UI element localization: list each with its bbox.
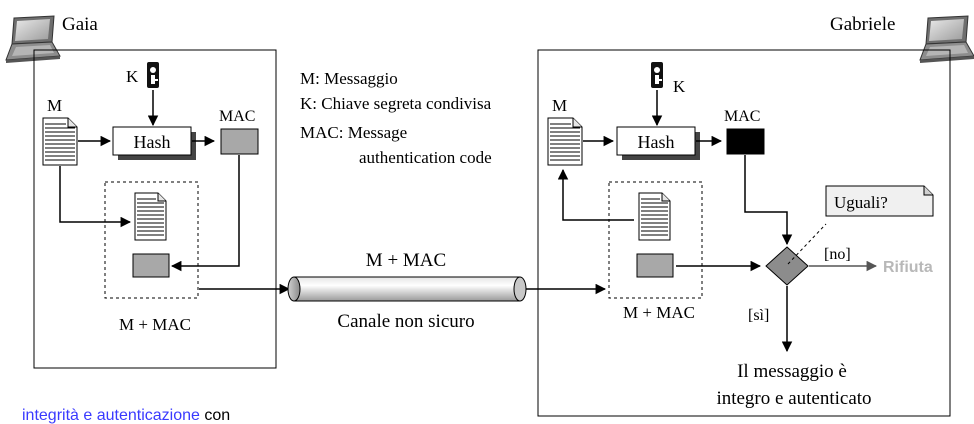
key-label: K [673, 77, 686, 96]
compare-label: Uguali? [834, 193, 888, 212]
document-icon [547, 117, 583, 166]
hash-box [112, 126, 192, 156]
receiver-name: Gabriele [830, 14, 895, 35]
mac-box [220, 128, 259, 155]
mac-box [636, 253, 674, 278]
footer-link[interactable]: integrità e autenticazione [22, 407, 200, 424]
message-label: M [47, 96, 62, 115]
no-label: [no] [824, 246, 851, 263]
receiver-panel [537, 49, 951, 417]
document-icon [134, 192, 167, 241]
legend-line: authentication code [359, 148, 492, 167]
legend-line: M: Messaggio [300, 69, 398, 88]
key-icon [651, 62, 663, 88]
bundle-label: M + MAC [119, 315, 191, 334]
insecure-channel-pipe [287, 276, 527, 302]
channel-bottom-label: Canale non sicuro [337, 311, 474, 332]
decision-diamond [765, 246, 809, 286]
sender-name: Gaia [62, 14, 98, 35]
bundle-label: M + MAC [623, 303, 695, 322]
sender-panel [33, 49, 277, 369]
document-icon [638, 192, 671, 241]
message-label: M [552, 96, 567, 115]
yes-label: [sì] [748, 307, 769, 324]
footer-text: integrità e autenticazione con [22, 408, 230, 424]
laptop-icon [919, 15, 974, 63]
hash-label: Hash [134, 132, 171, 152]
result-line-2: integro e autenticato [716, 388, 871, 409]
hash-label: Hash [638, 132, 675, 152]
hash-box [616, 126, 696, 156]
compare-note: Uguali? [825, 185, 934, 217]
mac-label: MAC [219, 108, 255, 125]
footer-rest: con [199, 407, 231, 424]
mac-box [726, 128, 765, 155]
legend-line: MAC: Message [300, 123, 407, 142]
key-label: K [126, 67, 139, 86]
bundle-box [104, 181, 199, 299]
laptop-icon [5, 15, 61, 63]
channel-top-label: M + MAC [366, 250, 446, 271]
key-icon [147, 62, 159, 88]
result-line-1: Il messaggio è [737, 361, 847, 382]
mac-box [132, 253, 170, 278]
bundle-box [608, 181, 703, 299]
mac-label: MAC [724, 108, 760, 125]
reject-label: Rifiuta [883, 259, 933, 276]
document-icon [42, 117, 78, 166]
legend-line: K: Chiave segreta condivisa [300, 94, 492, 113]
